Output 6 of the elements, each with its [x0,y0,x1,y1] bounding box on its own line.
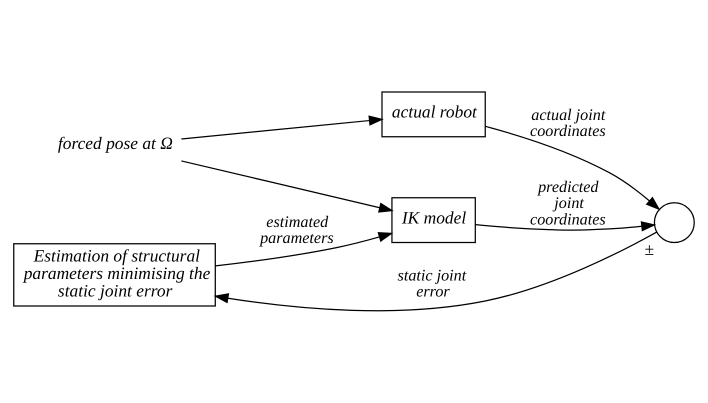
node-label: ± [644,239,654,260]
edge-label: static joint error [398,267,466,300]
node-text: forced pose at Ω [58,132,173,153]
edge-label: actual joint coordinates [530,106,606,140]
edge-label: predicted joint coordinates [530,178,606,228]
edge-label: estimated parameters [260,214,334,247]
